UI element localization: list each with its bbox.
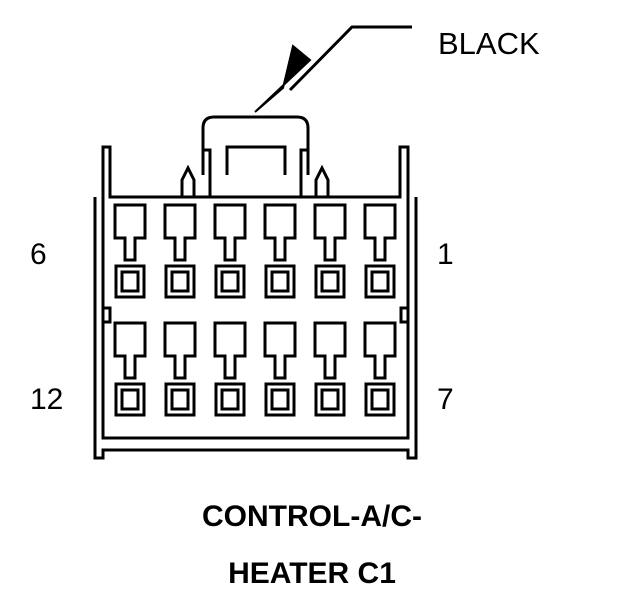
terminal-cavity bbox=[213, 203, 247, 262]
terminal-pin-inner bbox=[320, 388, 340, 411]
pin-label-12: 12 bbox=[30, 383, 64, 416]
connector-latch bbox=[201, 115, 310, 175]
terminal-pin-inner bbox=[270, 388, 290, 411]
terminal-pin-inner bbox=[370, 270, 390, 293]
pin-label-6: 6 bbox=[30, 238, 47, 271]
terminal-pin-inner bbox=[170, 388, 190, 411]
terminal-pin bbox=[114, 382, 146, 417]
terminal-pin bbox=[314, 264, 346, 299]
terminal-pin-inner bbox=[120, 388, 140, 411]
terminal-pin bbox=[264, 382, 296, 417]
terminal-grid bbox=[113, 203, 397, 417]
terminal-pin-inner bbox=[220, 388, 240, 411]
connector-title-line2: HEATER C1 bbox=[228, 557, 396, 590]
terminal-cavity bbox=[263, 203, 297, 262]
terminal-pin bbox=[264, 264, 296, 299]
terminal-pin bbox=[164, 264, 196, 299]
latch-inner bbox=[225, 145, 287, 175]
terminal-cavity bbox=[313, 203, 347, 262]
connector-peak-left bbox=[180, 164, 196, 197]
terminal-pin bbox=[364, 382, 396, 417]
terminal-cavity bbox=[363, 203, 397, 262]
terminal-pin-inner bbox=[220, 270, 240, 293]
connector-color-label: BLACK bbox=[438, 26, 540, 61]
terminal-pin bbox=[214, 264, 246, 299]
terminal-cavity bbox=[313, 321, 347, 380]
pin-label-1: 1 bbox=[437, 238, 454, 271]
housing-top-ear-left bbox=[101, 145, 410, 199]
terminal-pin-inner bbox=[270, 270, 290, 293]
pin-label-7: 7 bbox=[437, 383, 454, 416]
connector-title-line1: CONTROL-A/C- bbox=[202, 500, 422, 533]
callout-leader-line bbox=[288, 25, 412, 92]
terminal-pin-inner bbox=[370, 388, 390, 411]
terminal-cavity bbox=[163, 321, 197, 380]
connector-peak-right bbox=[314, 164, 330, 197]
housing-inner-wall bbox=[101, 197, 410, 440]
terminal-pin bbox=[114, 264, 146, 299]
terminal-cavity bbox=[113, 203, 147, 262]
terminal-cavity bbox=[113, 321, 147, 380]
terminal-cavity bbox=[163, 203, 197, 262]
terminal-pin-inner bbox=[120, 270, 140, 293]
terminal-pin bbox=[164, 382, 196, 417]
callout-arrowhead bbox=[254, 44, 312, 113]
terminal-pin-inner bbox=[170, 270, 190, 293]
terminal-pin bbox=[214, 382, 246, 417]
connector-housing bbox=[93, 197, 418, 460]
terminal-pin bbox=[364, 264, 396, 299]
terminal-pin bbox=[314, 382, 346, 417]
terminal-pin-inner bbox=[320, 270, 340, 293]
terminal-cavity bbox=[363, 321, 397, 380]
terminal-cavity bbox=[213, 321, 247, 380]
terminal-cavity bbox=[263, 321, 297, 380]
